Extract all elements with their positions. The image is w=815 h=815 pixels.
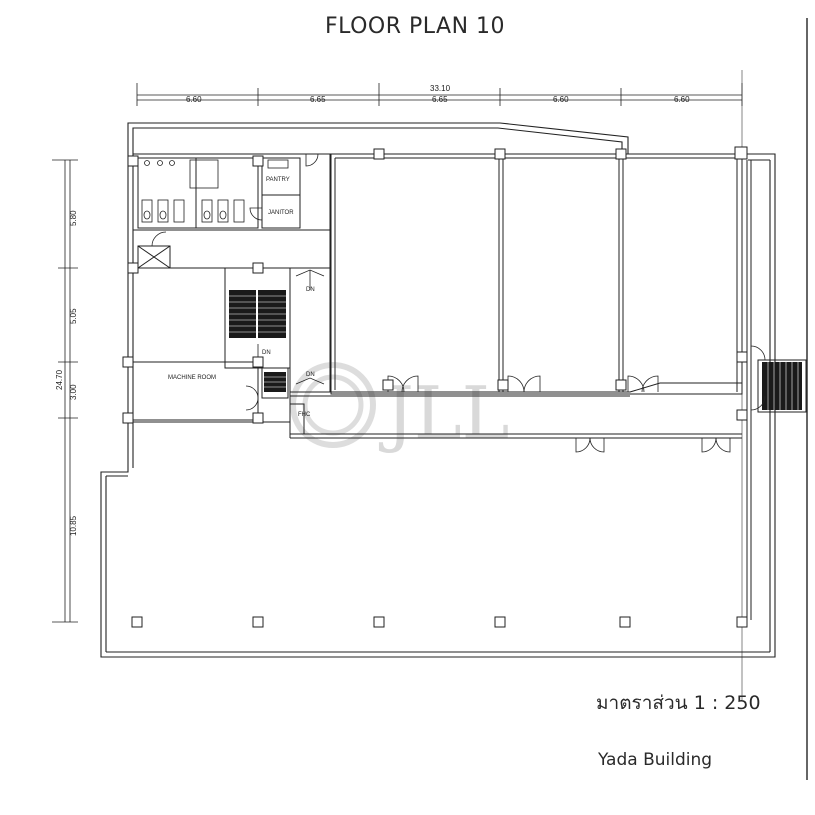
- bay-3-label: 6.65: [432, 95, 448, 104]
- doors: [151, 153, 766, 453]
- page-title: FLOOR PLAN 10: [324, 14, 506, 39]
- row-1-label: 5.80: [69, 210, 78, 226]
- watermark-text: JLL: [378, 371, 510, 455]
- row-4-label: 10.85: [69, 515, 78, 536]
- structural-columns: [122, 146, 748, 628]
- corridor: [289, 382, 742, 439]
- toilet-fixtures: [141, 159, 289, 223]
- row-3-label: 3.00: [69, 384, 78, 400]
- pantry-label: PANTRY: [266, 177, 290, 183]
- upper-office-area: [330, 153, 752, 620]
- stair-down-label-3: DN: [306, 372, 315, 378]
- fhc-label: FHC: [298, 412, 311, 418]
- bay-4-label: 6.60: [553, 95, 569, 104]
- stair-down-label-1: DN: [306, 287, 315, 293]
- janitor-label: JANITOR: [268, 210, 294, 216]
- watermark: JLL: [290, 362, 510, 455]
- overall-width-label: 33.10: [430, 84, 451, 93]
- building-name: Yada Building: [598, 750, 713, 770]
- dimension-chain-vertical: [52, 159, 78, 623]
- stair-down-label-2: DN: [262, 350, 271, 356]
- scale-label: มาตราส่วน 1 : 250: [596, 692, 761, 714]
- machine-room-label: MACHINE ROOM: [168, 375, 216, 381]
- bay-2-label: 6.65: [310, 95, 326, 104]
- row-2-label: 5.05: [69, 308, 78, 324]
- bay-5-label: 6.60: [674, 95, 690, 104]
- stair-core: [229, 290, 807, 413]
- bay-1-label: 6.60: [186, 95, 202, 104]
- overall-depth-label: 24.70: [55, 369, 64, 390]
